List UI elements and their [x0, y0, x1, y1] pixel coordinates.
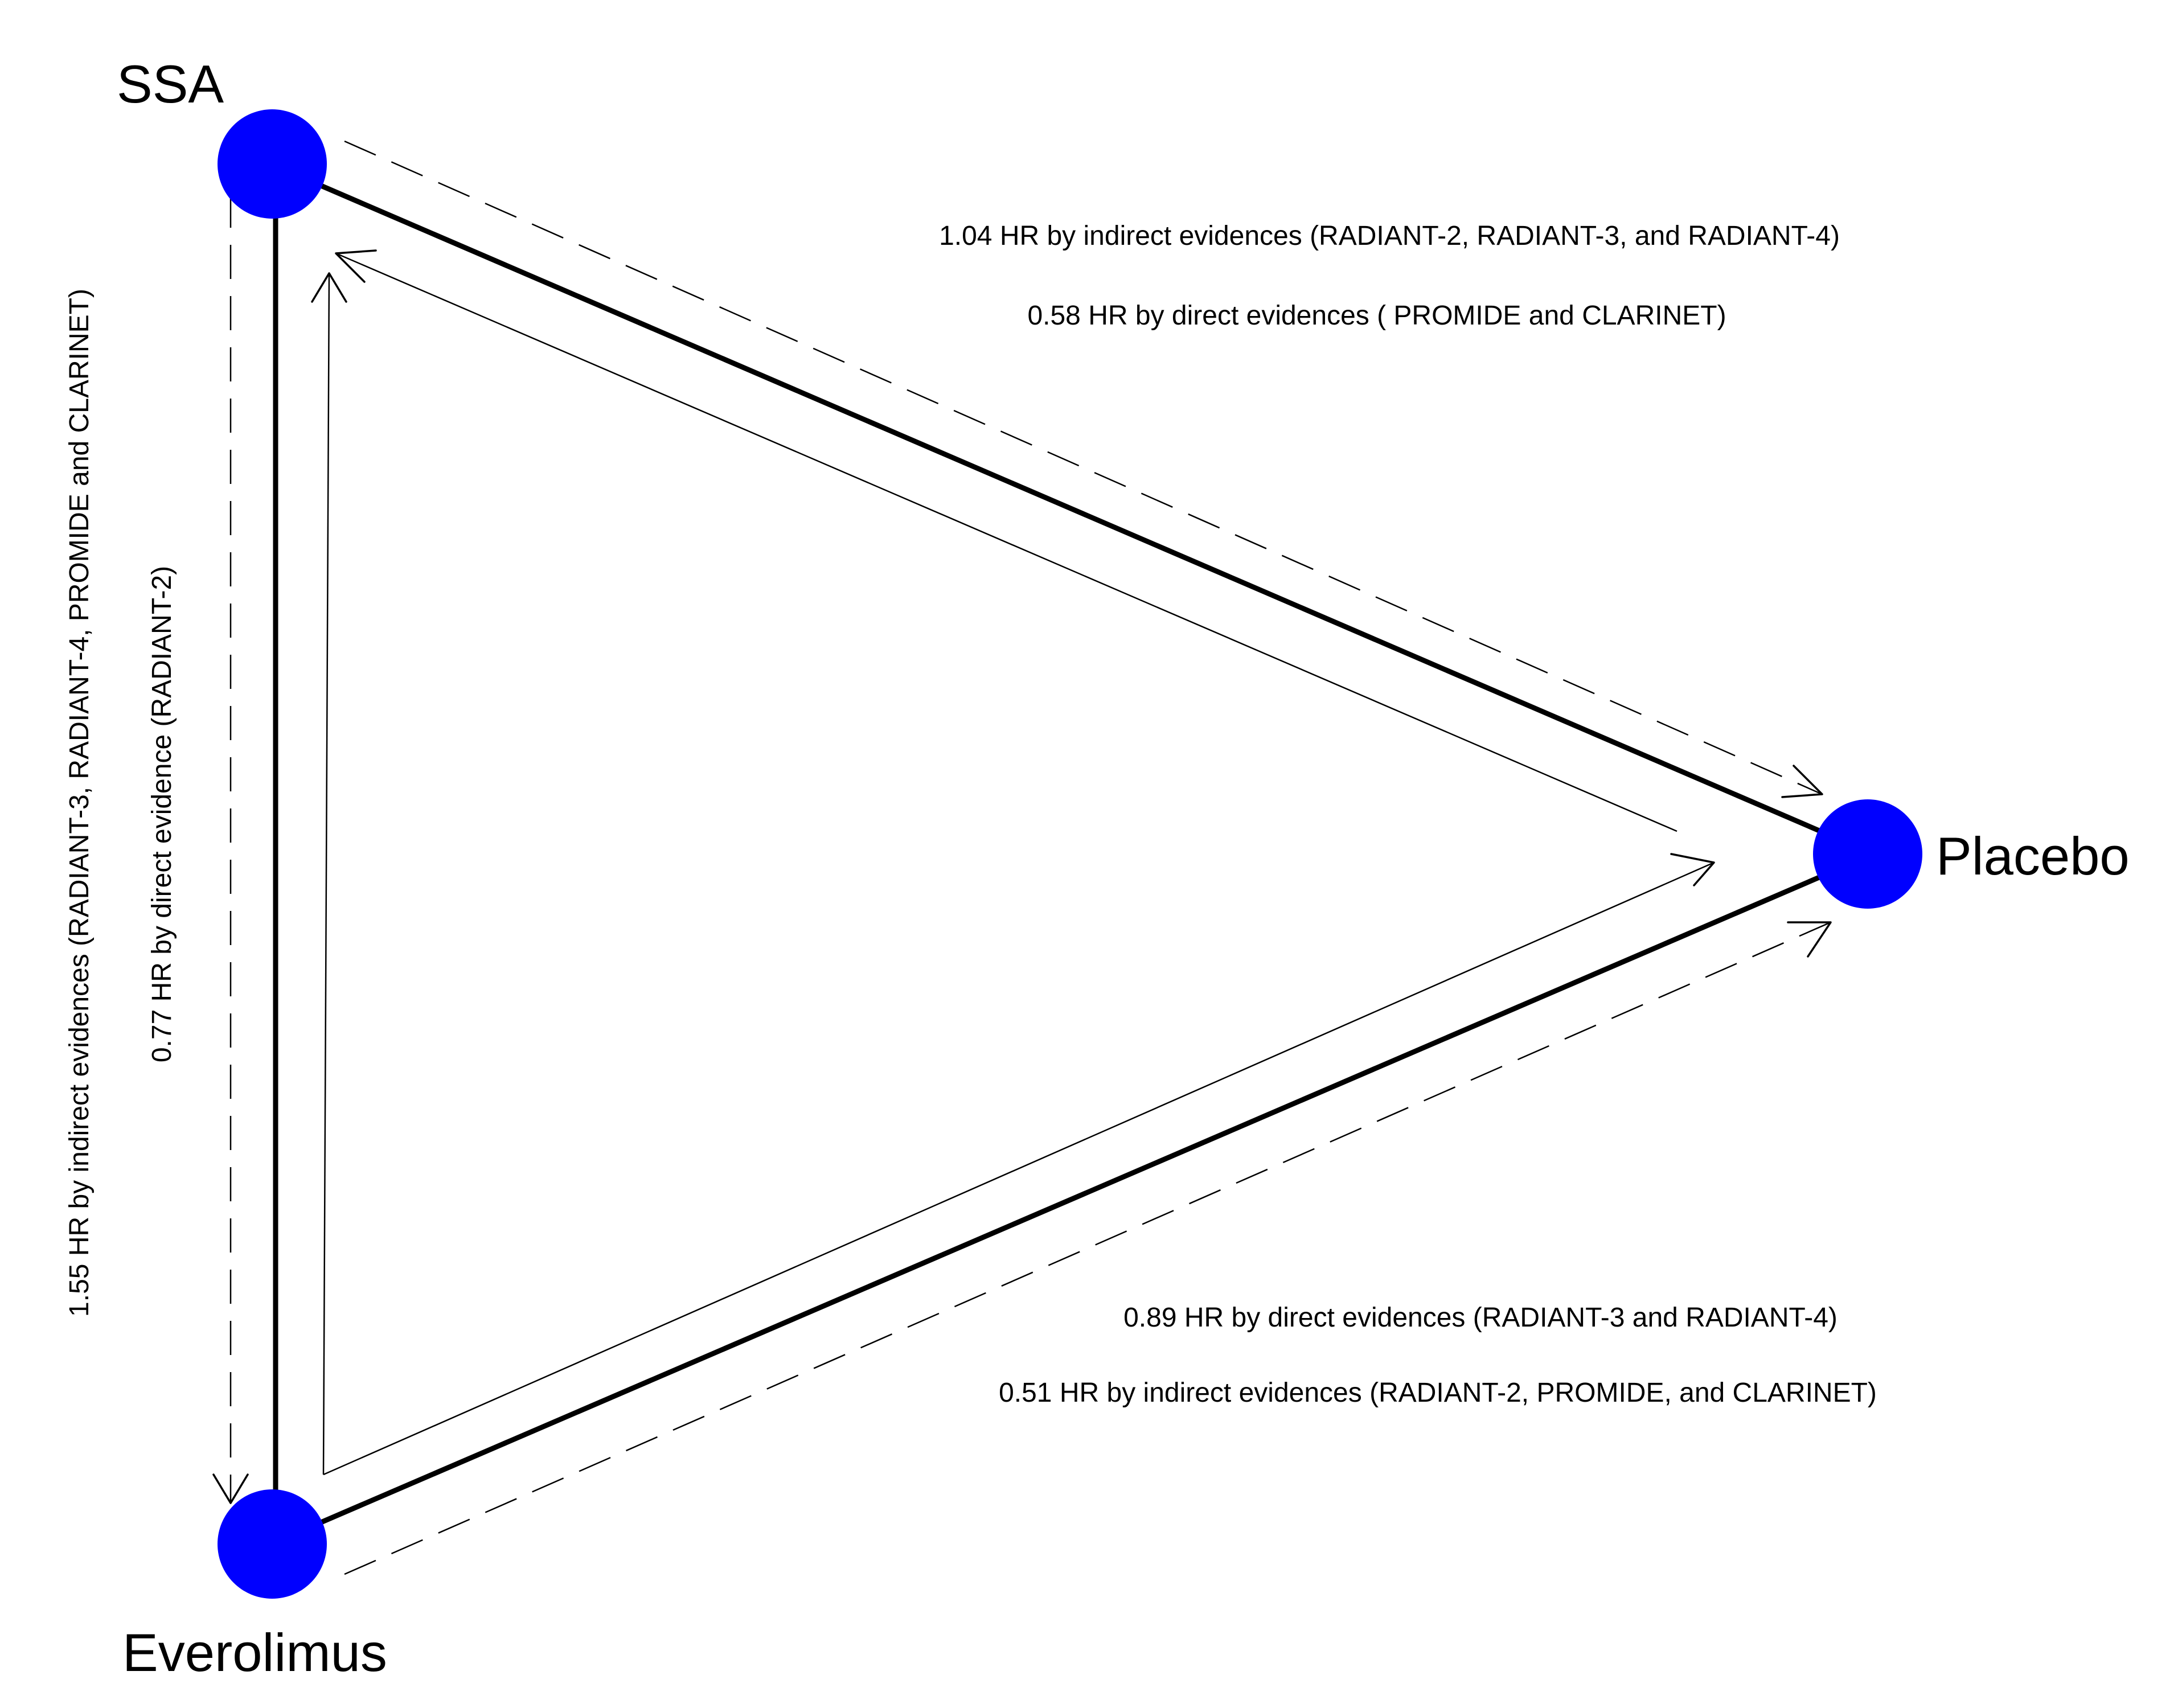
- edge-ssa-everolimus-dashed-arrowhead: [212, 1473, 249, 1504]
- edge-ssa-everolimus-direct-label: 0.77 HR by direct evidence (RADIANT-2): [147, 566, 177, 1062]
- edge-everolimus-placebo-dashed-line: [344, 921, 1831, 1575]
- inner-loop-lower-arrowhead: [1670, 853, 1715, 886]
- inner-loop-left-line: [322, 273, 330, 1475]
- node-everolimus-label: Everolimus: [122, 1623, 387, 1682]
- node-ssa-label: SSA: [117, 54, 224, 114]
- inner-loop-upper-arrowhead: [335, 249, 377, 283]
- inner-loop-lower-line: [323, 861, 1715, 1476]
- edge-ssa-placebo-indirect-label: 1.04 HR by indirect evidences (RADIANT-2…: [939, 221, 1840, 251]
- edge-ssa-placebo-dashed-arrowhead: [1781, 765, 1823, 798]
- edge-ssa-placebo-direct-label: 0.58 HR by direct evidences ( PROMIDE an…: [1027, 301, 1726, 331]
- node-everolimus-circle[interactable]: [218, 1489, 327, 1599]
- node-placebo-label: Placebo: [1936, 826, 2130, 886]
- edge-ssa-everolimus-indirect-label: 1.55 HR by indirect evidences (RADIANT-3…: [64, 289, 95, 1317]
- inner-loop-left-arrowhead: [311, 272, 347, 303]
- edge-everolimus-placebo-indirect-label: 0.51 HR by indirect evidences (RADIANT-2…: [999, 1378, 1877, 1408]
- edge-everolimus-placebo-direct-label: 0.89 HR by direct evidences (RADIANT-3 a…: [1123, 1303, 1838, 1333]
- edge-everolimus-placebo-direct-line: [272, 851, 1875, 1546]
- inner-loop-upper-line: [335, 252, 1677, 832]
- node-placebo-circle[interactable]: [1813, 799, 1922, 909]
- edge-ssa-placebo-dashed-line: [344, 140, 1823, 795]
- node-ssa-circle[interactable]: [218, 109, 327, 219]
- edge-ssa-placebo-direct-line: [272, 162, 1875, 857]
- edge-everolimus-placebo-dashed-arrowhead: [1787, 921, 1832, 958]
